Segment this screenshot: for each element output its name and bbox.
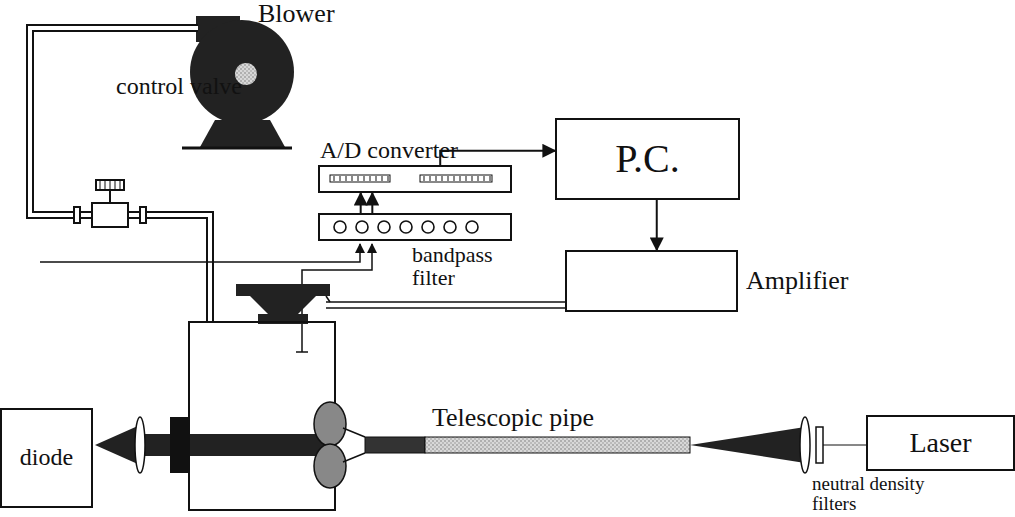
blower-label: Blower [258, 0, 335, 27]
pipe-label: Telescopic pipe [432, 404, 594, 431]
signal-wires [40, 244, 372, 352]
loudspeaker [236, 284, 330, 324]
converter-slots [330, 175, 492, 182]
laser-box: Laser [866, 415, 1015, 471]
filters-label: neutral density filters [812, 474, 952, 514]
signal-arrow [371, 193, 373, 213]
optical-path [95, 402, 866, 488]
filter-knobs [334, 221, 478, 233]
node-label: diode [20, 445, 73, 470]
converter-box: A/D converter [318, 165, 512, 193]
diode-box: diode [0, 408, 93, 508]
control-valve [74, 180, 146, 227]
speaker-cable [326, 296, 565, 308]
node-label: Laser [909, 428, 971, 457]
valve-label: control valve [116, 74, 242, 99]
node-label: A/D converter [320, 138, 458, 163]
test-chamber [189, 322, 335, 510]
air-hose [30, 28, 210, 322]
signal-arrow [360, 193, 362, 213]
filter-box: bandpass filter [318, 213, 512, 241]
node-label: bandpass filter [412, 243, 508, 289]
amplifier-box: Amplifier [565, 250, 738, 312]
signal-arrow [656, 200, 658, 250]
node-label: Amplifier [746, 267, 849, 294]
node-label: P.C. [615, 138, 680, 180]
computer-box: P.C. [555, 118, 740, 200]
